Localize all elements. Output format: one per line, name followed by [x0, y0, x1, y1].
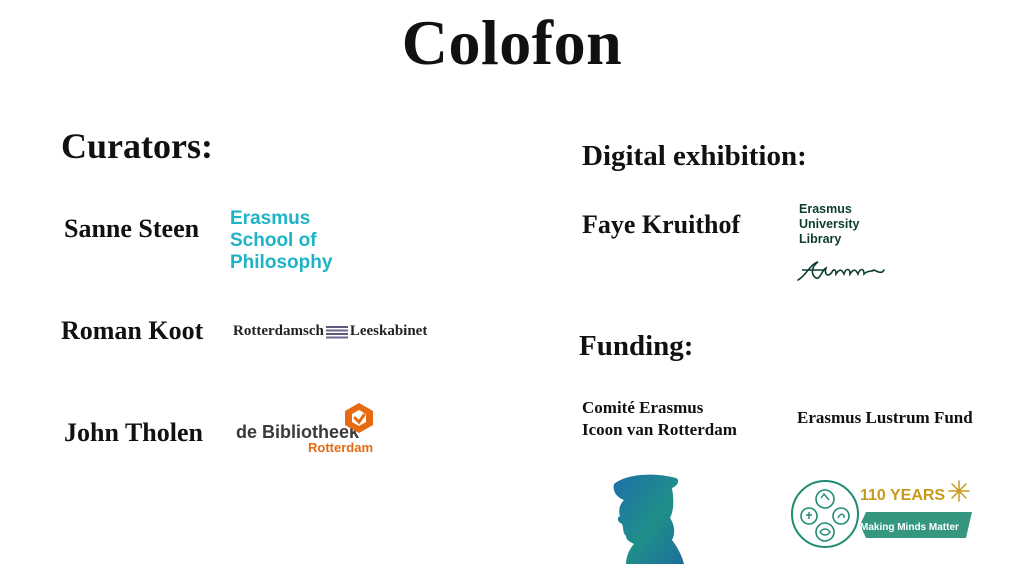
book-stack-icon: [325, 325, 348, 338]
bibliotheek-logo-text: de Bibliotheek: [236, 422, 360, 442]
digital-exhibition-heading: Digital exhibition:: [582, 140, 807, 172]
erasmus-university-library-logo: Erasmus University Library: [799, 202, 859, 247]
logo-line: University: [799, 217, 860, 231]
funding-heading: Funding:: [579, 330, 694, 362]
page-title: Colofon: [401, 7, 623, 78]
lustrum-years-text: 110 YEARS: [860, 487, 946, 504]
logo-line: Library: [799, 232, 842, 246]
bibliotheek-logo-subtext: Rotterdam: [308, 440, 374, 455]
comite-erasmus-text: Comité Erasmus Icoon van Rotterdam: [582, 397, 737, 441]
erasmus-silhouette-logo: [613, 474, 684, 564]
bibliotheek-badge-icon: [345, 403, 373, 433]
curator-name-2: Roman Koot: [61, 316, 204, 345]
funder-line: Icoon van Rotterdam: [582, 420, 737, 439]
logo-line: Erasmus: [799, 202, 852, 216]
curator-name-3: John Tholen: [64, 418, 203, 447]
lustrum-tagline: Making Minds Matter: [860, 522, 959, 533]
logo-text-right: Leeskabinet: [349, 323, 428, 339]
logo-line: School of: [230, 230, 317, 251]
lustrum-110-years-emblem-icon: [791, 480, 859, 548]
curator-name-1: Sanne Steen: [64, 214, 200, 243]
logo-text-left: Rotterdamsch: [233, 323, 324, 339]
erasmus-school-of-philosophy-logo: Erasmus School of Philosophy: [230, 208, 332, 274]
sparkle-icon: [948, 480, 970, 502]
curators-heading: Curators:: [61, 126, 213, 166]
logo-line: Philosophy: [230, 252, 333, 273]
erasmus-lustrum-fund-text: Erasmus Lustrum Fund: [797, 408, 973, 427]
lustrum-tagline-bar: [860, 512, 972, 538]
erasmus-signature-icon: [797, 261, 885, 281]
digital-exhibition-name: Faye Kruithof: [582, 210, 741, 239]
logo-line: Erasmus: [230, 208, 311, 229]
rotterdamsch-leeskabinet-logo: Rotterdamsch Leeskabinet: [233, 323, 427, 340]
funder-line: Comité Erasmus: [582, 398, 704, 417]
